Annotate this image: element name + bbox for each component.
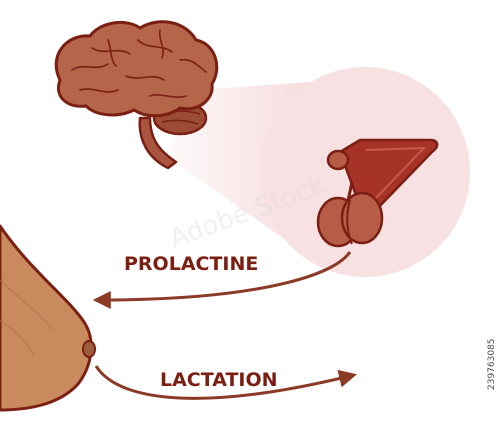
- pituitary-gland-icon: [316, 138, 439, 248]
- lactation-label: LACTATION: [160, 369, 278, 391]
- lactation-arrow: [94, 365, 357, 400]
- prolactine-arrow: [92, 251, 352, 309]
- breast-icon: [0, 224, 96, 412]
- brain-icon: [54, 20, 219, 170]
- prolactine-label: PROLACTINE: [124, 253, 258, 275]
- stock-id: 239763085: [487, 338, 497, 390]
